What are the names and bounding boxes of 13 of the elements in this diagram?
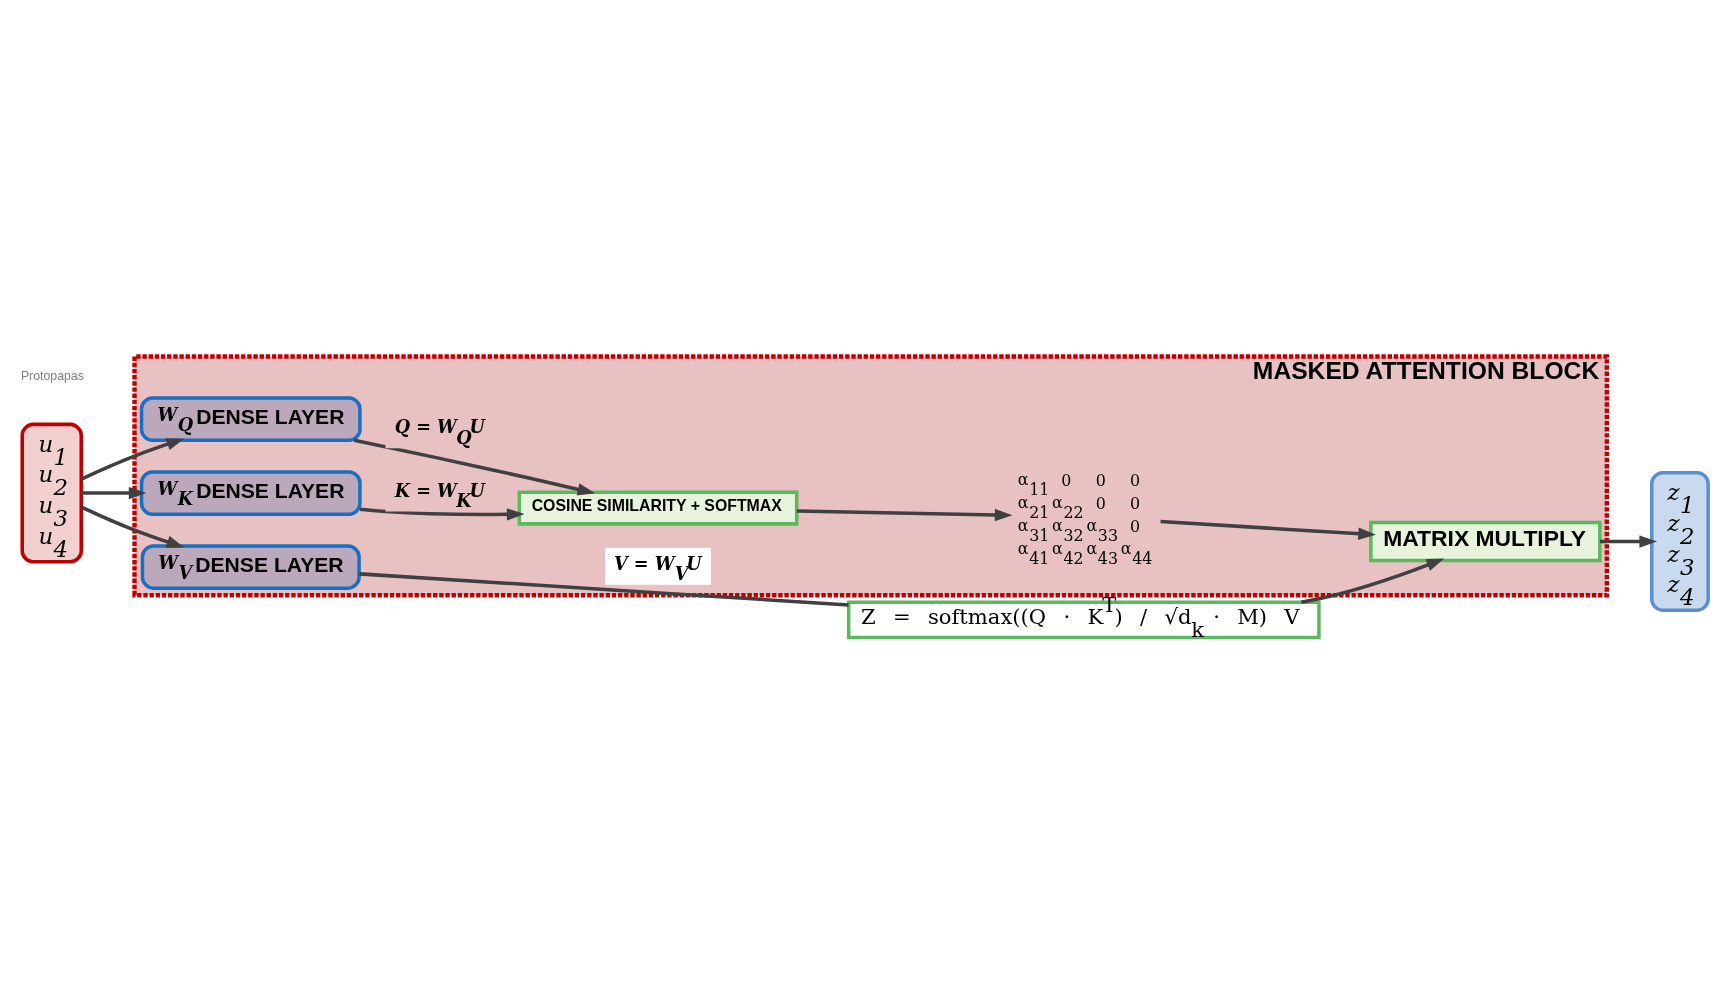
arrow <box>1600 534 1658 548</box>
arrow <box>353 438 596 495</box>
arrow <box>80 437 185 481</box>
node-box: COSINE SIMILARITY + SOFTMAX <box>517 489 799 526</box>
arrow <box>1160 519 1376 540</box>
arrow <box>1300 558 1445 604</box>
arrow <box>796 508 1013 521</box>
arrow <box>359 507 525 521</box>
connector <box>359 571 849 607</box>
label: Protopapas <box>20 368 84 383</box>
node-box: MATRIX MULTIPLY <box>1369 520 1602 562</box>
arrow <box>81 486 147 499</box>
arrow <box>80 504 185 548</box>
